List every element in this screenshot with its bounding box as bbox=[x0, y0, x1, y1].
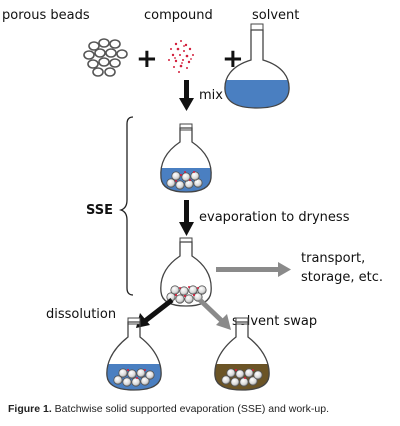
figure-caption-text: Batchwise solid supported evaporation (S… bbox=[51, 403, 329, 415]
transport-label-line2: storage, etc. bbox=[301, 270, 383, 285]
dissolution-flask bbox=[106, 317, 162, 391]
figure-caption: Figure 1. Batchwise solid supported evap… bbox=[8, 403, 398, 415]
compound-particles bbox=[168, 40, 194, 73]
solvent-liquid bbox=[224, 80, 290, 108]
solvent-flask bbox=[224, 23, 290, 109]
sse-bracket bbox=[118, 116, 134, 296]
solvent-swap-flask bbox=[214, 317, 270, 391]
solvent-flask-outline bbox=[224, 29, 290, 109]
sse-label: SSE bbox=[86, 203, 113, 218]
figure-caption-label: Figure 1. bbox=[8, 403, 52, 415]
mix-arrow bbox=[179, 80, 194, 111]
dry-beads-flask bbox=[160, 237, 212, 307]
solvent-swap-label: solvent swap bbox=[232, 314, 317, 329]
transport-arrow bbox=[216, 262, 291, 277]
dissolution-arrow bbox=[136, 298, 174, 328]
solvent-label: solvent bbox=[252, 8, 299, 23]
mixture-flask bbox=[160, 123, 212, 193]
solvent-flask-neck-rim bbox=[250, 23, 264, 31]
porous-beads-cluster bbox=[83, 38, 128, 77]
porous-beads-label: porous beads bbox=[2, 8, 90, 23]
compound-label: compound bbox=[144, 8, 213, 23]
evaporation-arrow bbox=[179, 200, 194, 236]
transport-label-line1: transport, bbox=[301, 251, 365, 266]
solvent-swap-arrow bbox=[198, 298, 231, 330]
plus-sign-1: + bbox=[136, 44, 158, 74]
mix-label: mix bbox=[199, 88, 223, 103]
dissolution-label: dissolution bbox=[46, 307, 116, 322]
evaporation-label: evaporation to dryness bbox=[199, 210, 350, 225]
plus-sign-2: + bbox=[222, 44, 244, 74]
